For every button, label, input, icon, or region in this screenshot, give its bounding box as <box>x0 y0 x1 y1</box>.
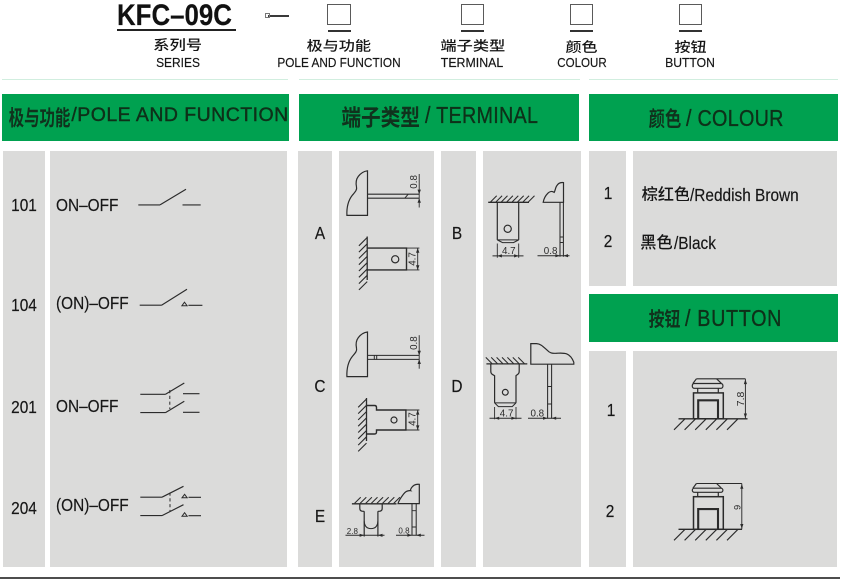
svg-text:4.7: 4.7 <box>407 412 418 426</box>
svg-text:0.8: 0.8 <box>398 527 410 536</box>
svg-text:2.8: 2.8 <box>347 527 359 536</box>
svg-text:4.7: 4.7 <box>502 246 516 257</box>
svg-text:9: 9 <box>732 505 742 510</box>
svg-text:0.8: 0.8 <box>409 175 420 189</box>
svg-text:4.7: 4.7 <box>500 408 514 419</box>
svg-text:0.8: 0.8 <box>544 246 558 257</box>
svg-text:0.8: 0.8 <box>531 408 545 419</box>
svg-text:4.7: 4.7 <box>407 252 418 266</box>
svg-text:7.8: 7.8 <box>735 391 747 406</box>
svg-text:0.8: 0.8 <box>409 336 420 350</box>
